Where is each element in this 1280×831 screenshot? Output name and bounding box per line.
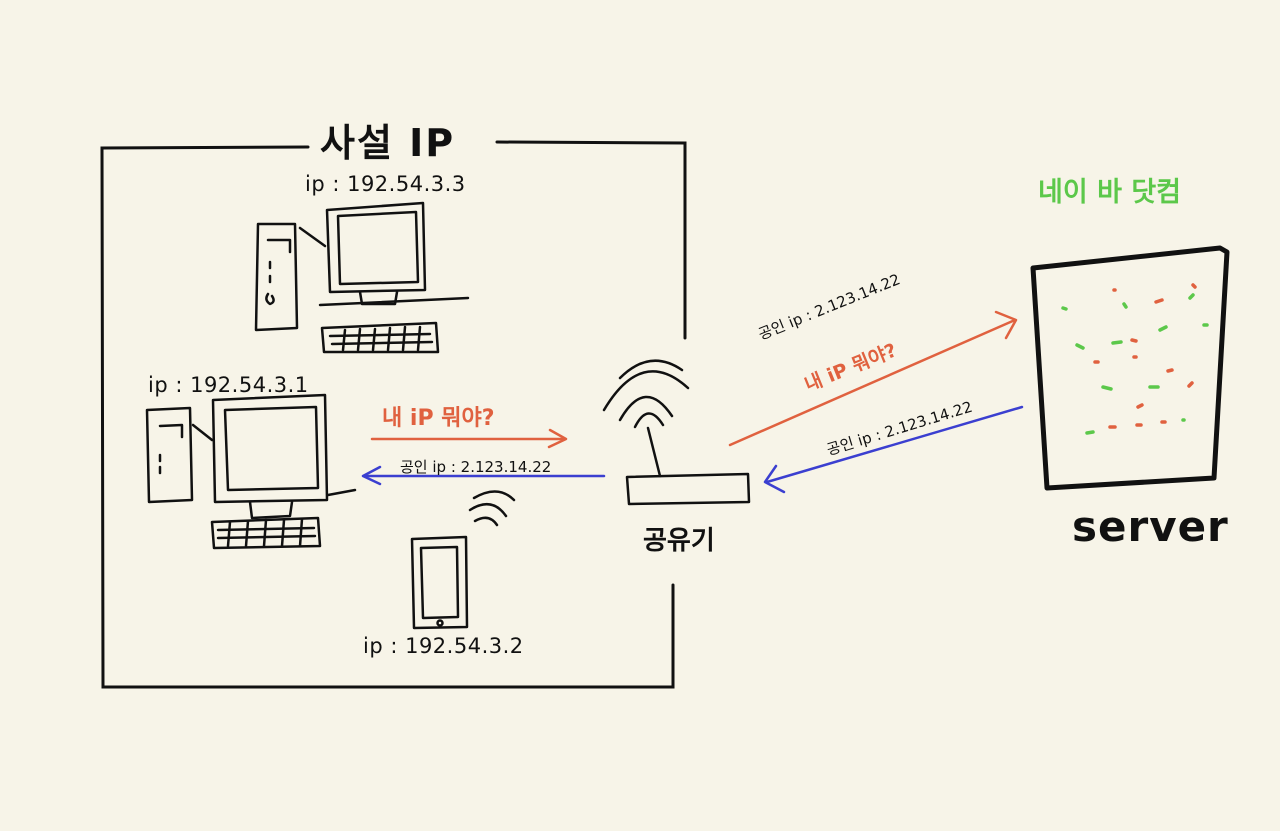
desktop-computer-middle-icon	[145, 393, 357, 550]
lan-request-arrow	[370, 428, 568, 449]
lan-request-label: 내 iP 뭐야?	[382, 406, 495, 431]
server-icon	[1030, 245, 1230, 491]
phone-icon	[410, 490, 516, 630]
private-ip-title: 사설 IP	[320, 121, 456, 165]
private-network-box	[100, 140, 687, 689]
router-label: 공유기	[643, 526, 715, 556]
desktop-computer-top-icon	[254, 201, 470, 354]
device-ip-label-middle: ip : 192.54.3.1	[148, 373, 309, 397]
device-ip-label-phone: ip : 192.54.3.2	[363, 634, 524, 658]
lan-response-label: 공인 ip : 2.123.14.22	[400, 458, 552, 476]
server-activity-dots	[1061, 283, 1209, 435]
site-label: 네이 바 닷컴	[1038, 177, 1181, 208]
lan-response-arrow	[361, 465, 606, 486]
router-icon	[602, 359, 751, 506]
wan-request-arrow	[728, 310, 1018, 447]
wan-response-arrow	[763, 405, 1024, 494]
server-label: server	[1072, 502, 1229, 551]
device-ip-label-top: ip : 192.54.3.3	[305, 172, 466, 196]
